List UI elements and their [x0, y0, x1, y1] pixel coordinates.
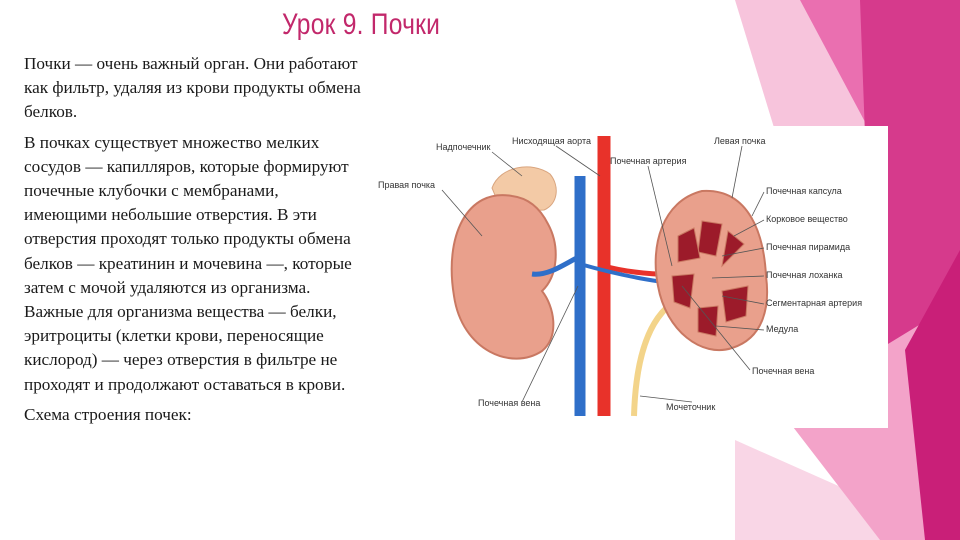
label-ureter: Мочеточник [666, 402, 715, 412]
slide-title: Урок 9. Почки [282, 8, 441, 41]
label-medulla: Медула [766, 324, 798, 334]
label-renal-vein-left: Почечная вена [752, 366, 814, 376]
label-renal-vein-right: Почечная вена [478, 398, 540, 408]
renal-pyramid [721, 230, 745, 268]
kidney-diagram: Правая почка Надпочечник Нисходящая аорт… [372, 126, 888, 428]
label-adrenal: Надпочечник [436, 142, 491, 152]
label-cortex: Корковое вещество [766, 214, 848, 224]
body-text: Почки — очень важный орган. Они работают… [24, 52, 364, 433]
label-renal-artery: Почечная артерия [610, 156, 687, 166]
paragraph: В почках существует множество мелких сос… [24, 132, 352, 394]
renal-pyramid [721, 285, 749, 323]
renal-vein [531, 253, 582, 277]
label-pelvis: Почечная лоханка [766, 270, 842, 280]
renal-pyramid [697, 220, 723, 257]
renal-pyramid [697, 305, 719, 337]
pink-decor-shape [905, 250, 960, 540]
label-capsule: Почечная капсула [766, 186, 842, 196]
paragraph: Почки — очень важный орган. Они работают… [24, 54, 361, 122]
renal-pyramid [671, 273, 695, 309]
renal-pyramids [671, 220, 749, 337]
paragraph: Схема строения почек: [24, 404, 192, 424]
right-kidney [450, 194, 557, 360]
label-left-kidney: Левая почка [714, 136, 765, 146]
leader-lines [441, 145, 765, 403]
label-aorta: Нисходящая аорта [512, 136, 591, 146]
renal-pyramid [677, 227, 701, 263]
label-right-kidney: Правая почка [378, 180, 435, 190]
label-pyramid: Почечная пирамида [766, 242, 850, 252]
label-segmental-artery: Сегментарная артерия [766, 298, 862, 308]
